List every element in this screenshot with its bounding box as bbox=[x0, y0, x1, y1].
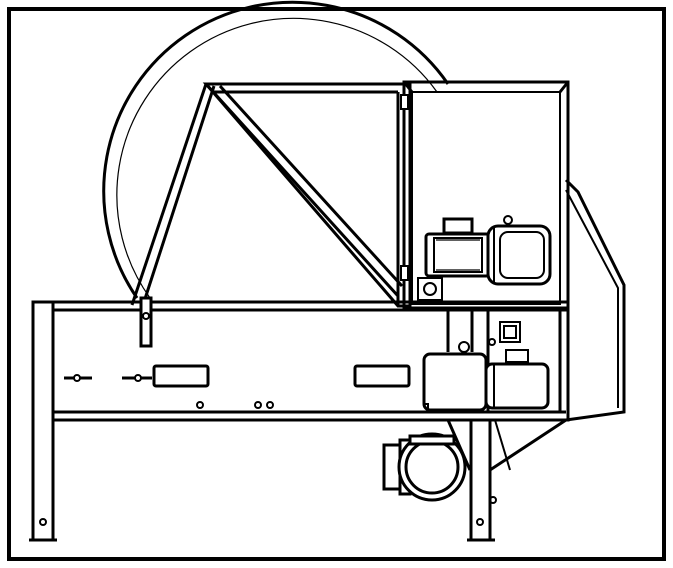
lower-motor bbox=[422, 338, 550, 412]
rotating-drum-arc bbox=[102, 0, 450, 299]
upper-motor bbox=[424, 215, 552, 286]
outer-border bbox=[7, 7, 666, 561]
worktable-frame bbox=[31, 296, 570, 422]
upper-triangular-frame bbox=[130, 82, 412, 308]
drum-inner-arc bbox=[116, 17, 438, 299]
side-housing bbox=[446, 178, 626, 472]
control-cabinet bbox=[400, 80, 570, 310]
pump bbox=[382, 432, 467, 502]
support-legs bbox=[29, 300, 497, 542]
